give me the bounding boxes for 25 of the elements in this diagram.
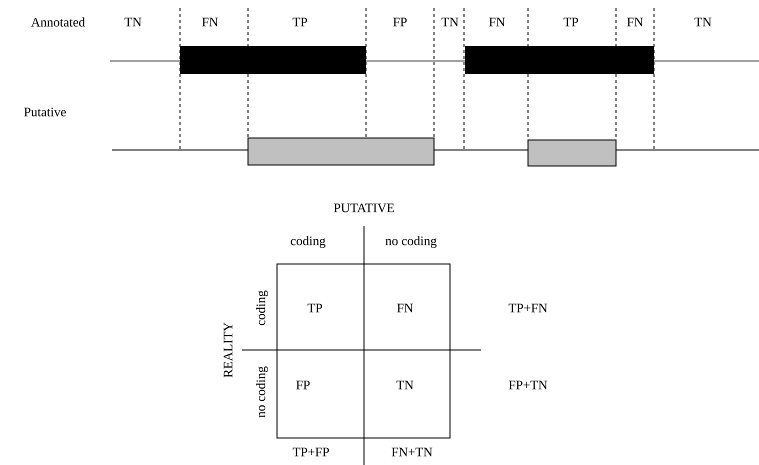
segment-label: TP: [564, 18, 578, 26]
axis-title: REALITY: [224, 322, 232, 378]
segment-label: TN: [442, 18, 458, 26]
axis-title: PUTATIVE: [334, 204, 394, 212]
segment-label: FN: [627, 18, 644, 26]
row-header: no coding: [256, 366, 268, 418]
row-total: FP+TN: [508, 380, 548, 390]
column-total: FN+TN: [392, 448, 432, 456]
segment-label: TN: [124, 18, 142, 26]
row-label: Annotated: [31, 17, 85, 27]
segment-label: TP: [292, 18, 308, 26]
matrix-entry: TN: [396, 380, 414, 390]
segment-label: TN: [694, 18, 712, 26]
matrix-entry: TP: [308, 304, 322, 312]
column-header: no coding: [386, 236, 437, 248]
row-header: coding: [256, 290, 268, 326]
matrix-entry: FP: [296, 380, 310, 390]
column-header: coding: [290, 236, 326, 248]
row-label: Putative: [24, 108, 66, 116]
segment-label: FP: [393, 18, 407, 26]
column-total: TP+FP: [292, 448, 329, 456]
segment-label: FN: [489, 18, 506, 26]
row-total: TP+FN: [508, 304, 548, 312]
matrix-entry: FN: [397, 304, 414, 312]
segment-label: FN: [202, 18, 218, 26]
